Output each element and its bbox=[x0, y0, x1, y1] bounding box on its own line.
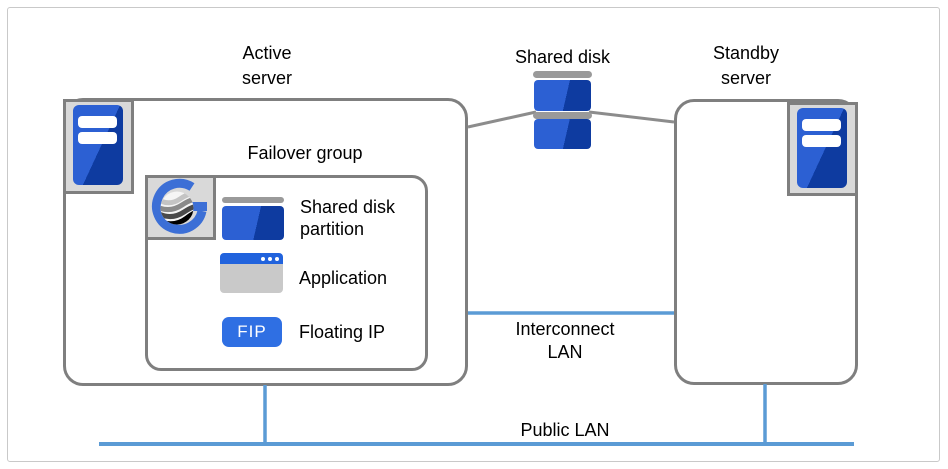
standby-server-label: Standby server bbox=[712, 43, 780, 88]
shared-disk-label: Shared disk bbox=[514, 47, 611, 67]
active-server-icon-panel bbox=[63, 99, 134, 194]
public-lan-label: Public LAN bbox=[520, 420, 610, 440]
failover-group-label: Failover group bbox=[247, 143, 363, 163]
standby-server-icon-panel bbox=[787, 102, 858, 196]
interconnect-lan-label: Interconnect LAN bbox=[515, 319, 615, 362]
cluster-logo-panel bbox=[145, 175, 216, 240]
cluster-software-logo bbox=[152, 178, 207, 234]
shared-disk-partition-label: Shared disk partition bbox=[300, 197, 396, 239]
fip-badge-text: FIP bbox=[237, 322, 267, 341]
diagram-frame bbox=[7, 7, 940, 462]
application-label: Application bbox=[299, 268, 388, 288]
application-window-icon bbox=[220, 253, 283, 293]
server-tower-icon bbox=[73, 105, 123, 185]
floating-ip-badge: FIP bbox=[222, 317, 282, 347]
active-server-label: Active server bbox=[241, 43, 292, 88]
floating-ip-label: Floating IP bbox=[299, 322, 386, 342]
server-tower-icon bbox=[797, 108, 847, 188]
